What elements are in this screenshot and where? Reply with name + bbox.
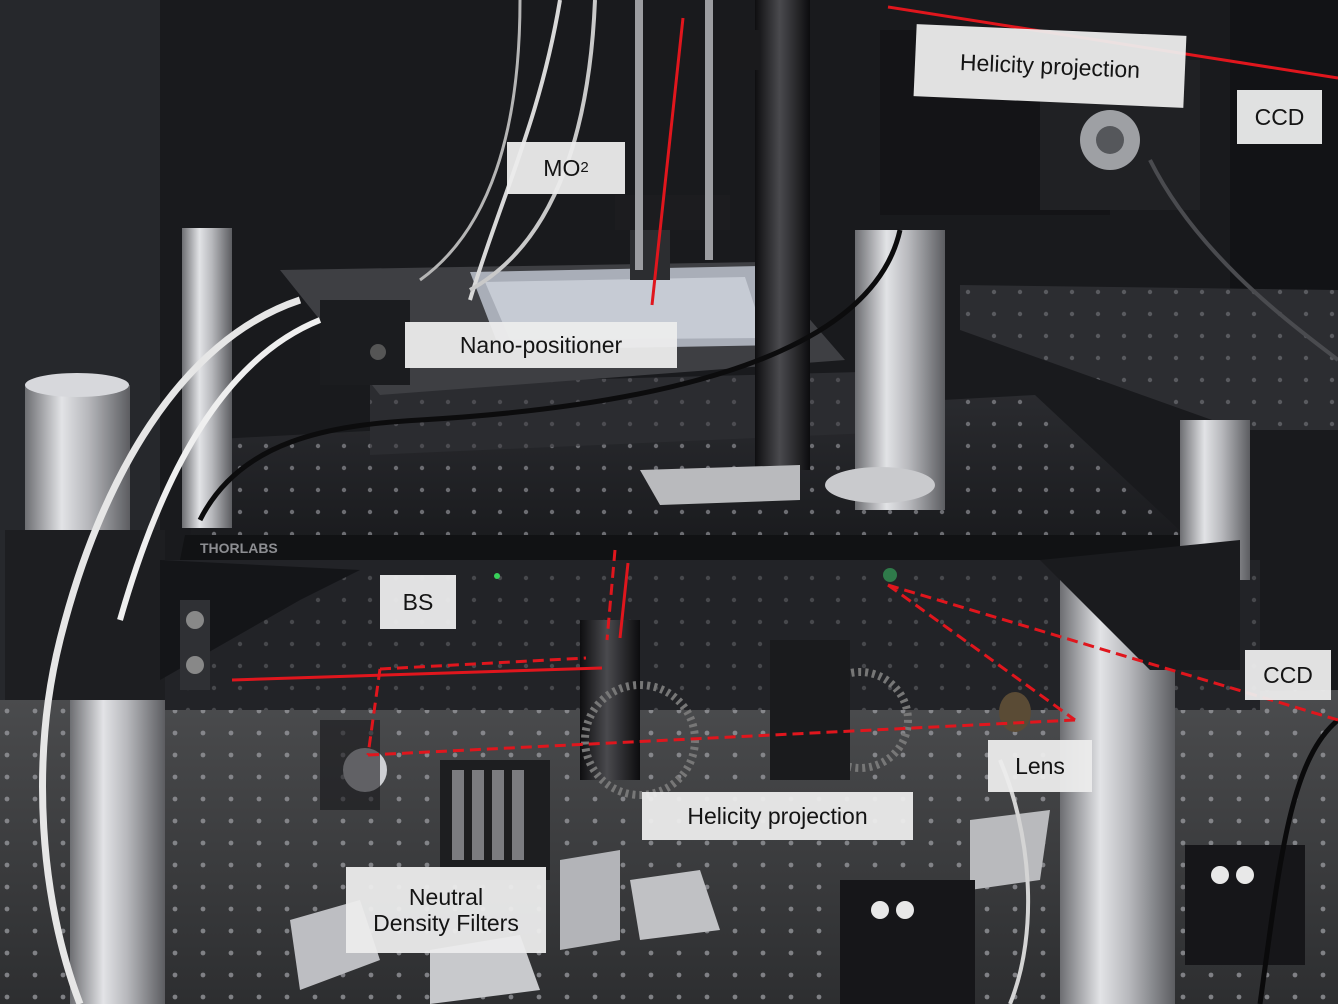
mo2-subscript: 2 [580,159,589,177]
mo2-main-text: MO [543,154,581,181]
beam-line [618,562,630,639]
ndf-line-2: Density Filters [373,910,519,936]
lens-label: Lens [988,740,1092,792]
nano-positioner-label: Nano-positioner [405,322,677,368]
neutral-density-filters-label: Neutral Density Filters [346,867,546,953]
ndf-line-1: Neutral [408,883,484,910]
ccd-right-label: CCD [1245,650,1331,700]
bs-label: BS [380,575,456,629]
beam-line [650,17,685,306]
beam-line [231,666,603,682]
helicity-projection-top-label: Helicity projection [913,24,1187,108]
ccd-top-label: CCD [1237,90,1322,144]
thorlabs-logo: THORLABS [200,540,278,556]
helicity-projection-bottom-label: Helicity projection [642,792,913,840]
